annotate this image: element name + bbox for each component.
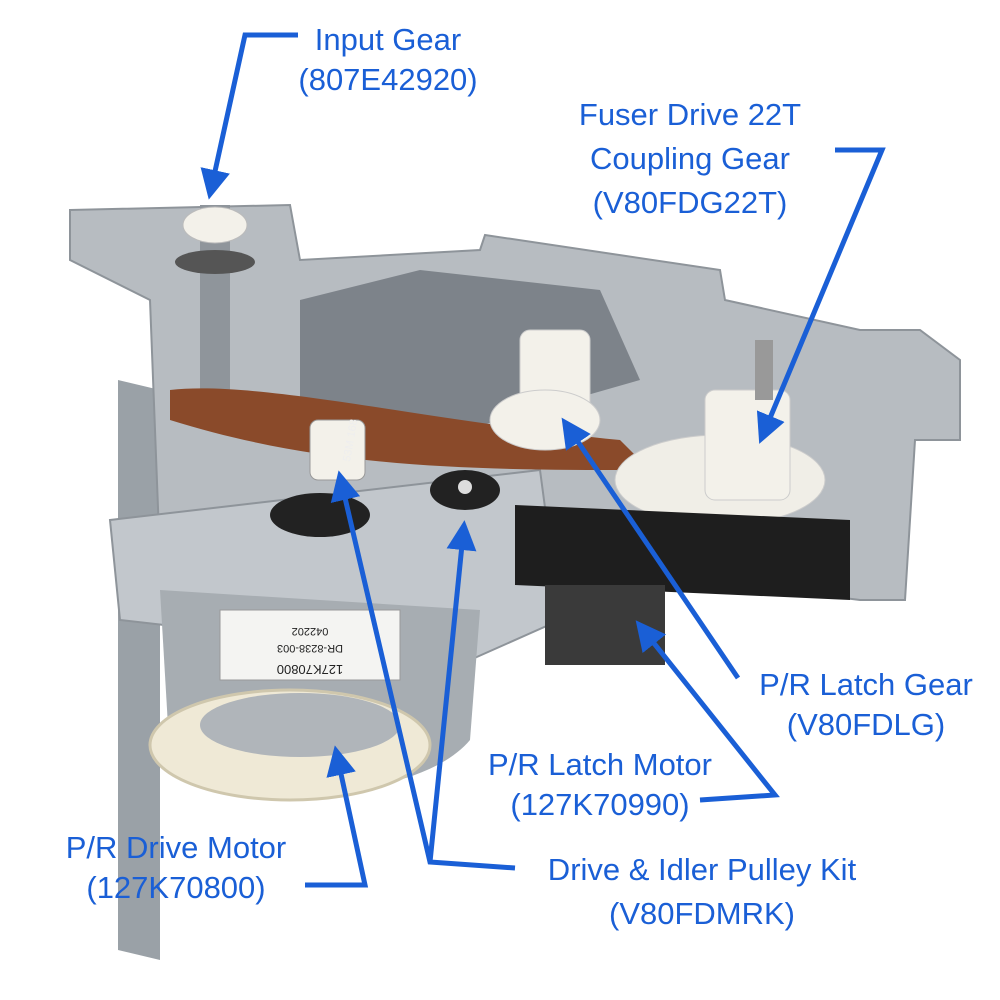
latch-motor-part: (127K70990) (510, 787, 690, 822)
timing-belt (170, 388, 650, 470)
fuser-drive-label: Fuser Drive 22T Coupling Gear (V80FDG22T… (579, 93, 801, 225)
input-gear-name: Input Gear (314, 22, 462, 57)
latch-gear-name: P/R Latch Gear (759, 667, 973, 702)
fuser-drive-name-2: Coupling Gear (590, 141, 790, 176)
latch-gear-arrow (561, 417, 741, 680)
pulley-kit-name: Drive & Idler Pulley Kit (547, 852, 857, 887)
latch-housing (515, 505, 850, 600)
drive-motor-arrow (305, 745, 369, 888)
motor-sticker-code: DR-8238-003 (277, 642, 343, 654)
latch-gear-part: (V80FDLG) (786, 707, 946, 742)
drive-motor-label: P/R Drive Motor (127K70800) (66, 828, 286, 908)
input-gear-arrow (200, 32, 298, 200)
drive-motor-name: P/R Drive Motor (65, 830, 287, 865)
latch-gear-label: P/R Latch Gear (V80FDLG) (759, 665, 973, 745)
input-gear (182, 206, 248, 244)
motor-sticker (219, 609, 401, 681)
latch-motor-arrow (635, 620, 780, 803)
fuser-drive-part: (V80FDG22T) (592, 185, 788, 220)
latch-motor-name: P/R Latch Motor (488, 747, 712, 782)
input-gear-part: (807E42920) (298, 62, 478, 97)
motor-sticker-model: 127K70800 (277, 662, 344, 677)
drive-motor-part: (127K70800) (86, 870, 266, 905)
fuser-drive-name-1: Fuser Drive 22T (578, 97, 802, 132)
idler-hub (458, 480, 472, 494)
motor-sticker-lot: 042202 (292, 625, 329, 637)
fuser-shaft (755, 340, 773, 400)
fuser-drive-arrow (756, 147, 886, 444)
latch-motor-label: P/R Latch Motor (127K70990) (488, 745, 712, 825)
input-bearing (175, 250, 255, 274)
pulley-kit-label: Drive & Idler Pulley Kit (V80FDMRK) (548, 848, 856, 936)
input-gear-label: Input Gear (807E42920) (298, 20, 477, 100)
idler-pulley-arrow (427, 520, 477, 863)
motor-bottom (200, 693, 400, 757)
pulley-kit-part: (V80FDMRK) (608, 896, 796, 931)
